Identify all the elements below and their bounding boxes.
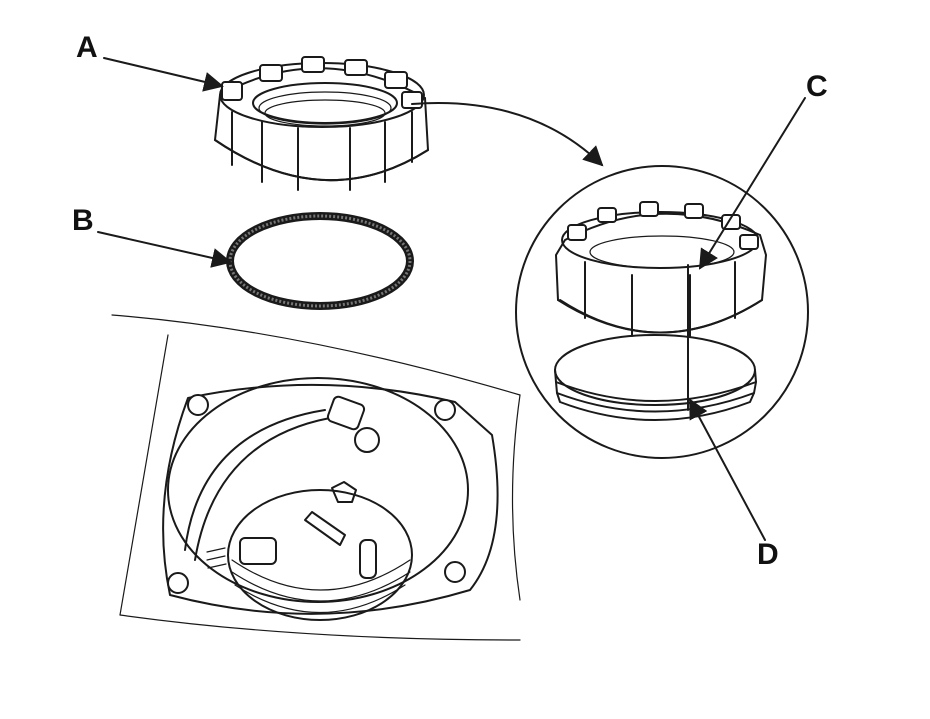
callout-label-b: B [72, 204, 94, 237]
o-ring-b [226, 212, 414, 310]
detail-view [515, 165, 809, 459]
lock-ring-a [213, 56, 430, 191]
leader-lines [97, 57, 806, 541]
callout-label-a: A [76, 31, 98, 64]
callout-label-c: C [806, 70, 828, 103]
callout-label-d: D [757, 538, 779, 571]
fuel-tank-mount [111, 314, 521, 641]
